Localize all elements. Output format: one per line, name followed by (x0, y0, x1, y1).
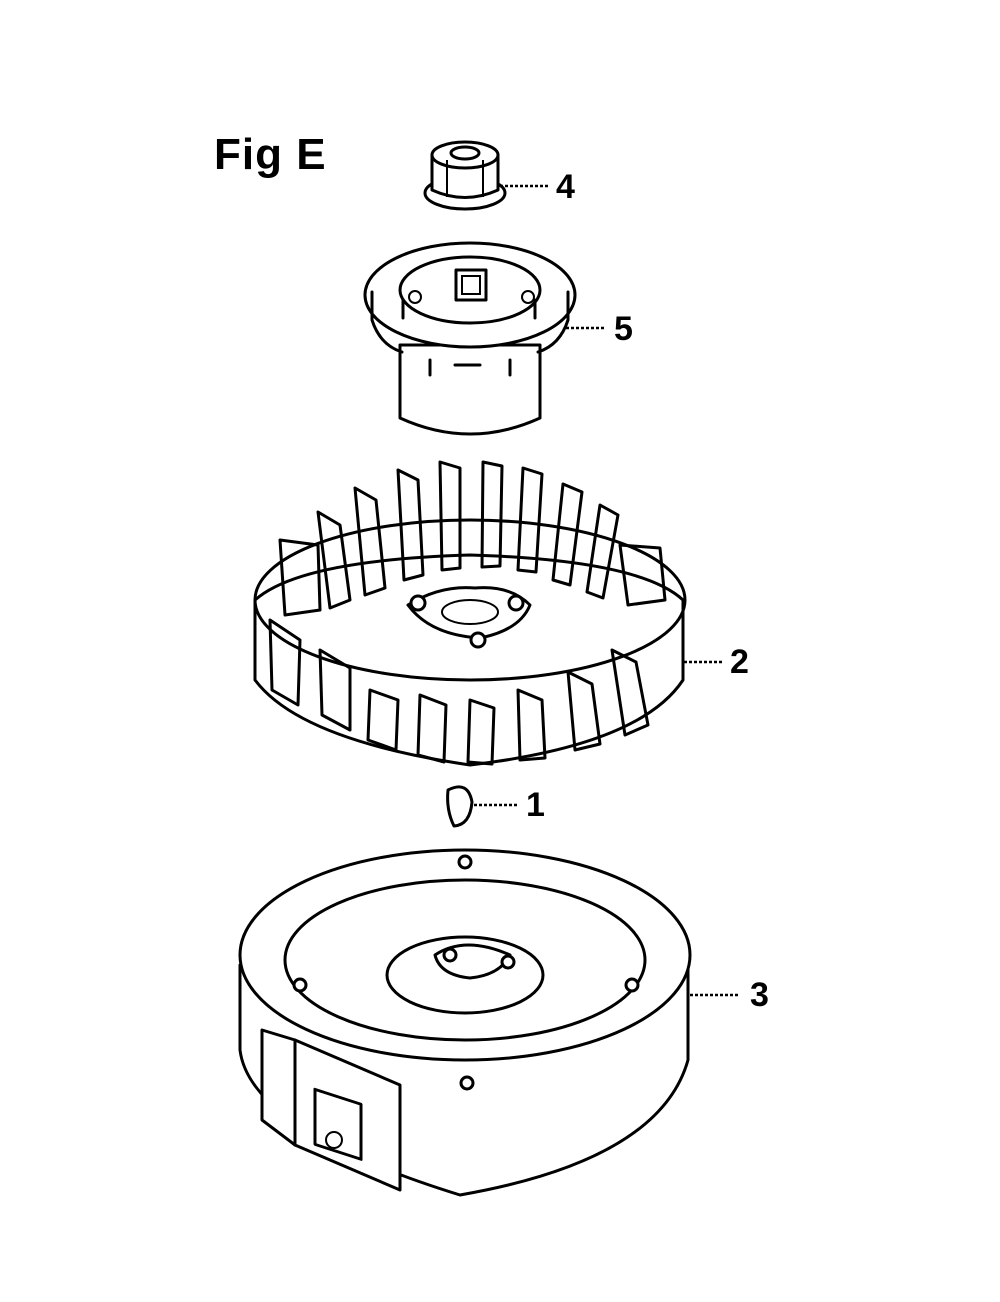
callout-4: 4 (556, 168, 575, 206)
figure-title: Fig E (214, 130, 327, 179)
callout-3: 3 (750, 976, 769, 1014)
housing-part (238, 848, 740, 1197)
flywheel-part (253, 460, 722, 767)
key-part (446, 785, 518, 828)
starter-cup-part (363, 241, 606, 436)
callout-2: 2 (730, 643, 749, 681)
nut-part (423, 140, 548, 211)
callout-5: 5 (614, 310, 633, 348)
callout-1: 1 (526, 786, 545, 824)
